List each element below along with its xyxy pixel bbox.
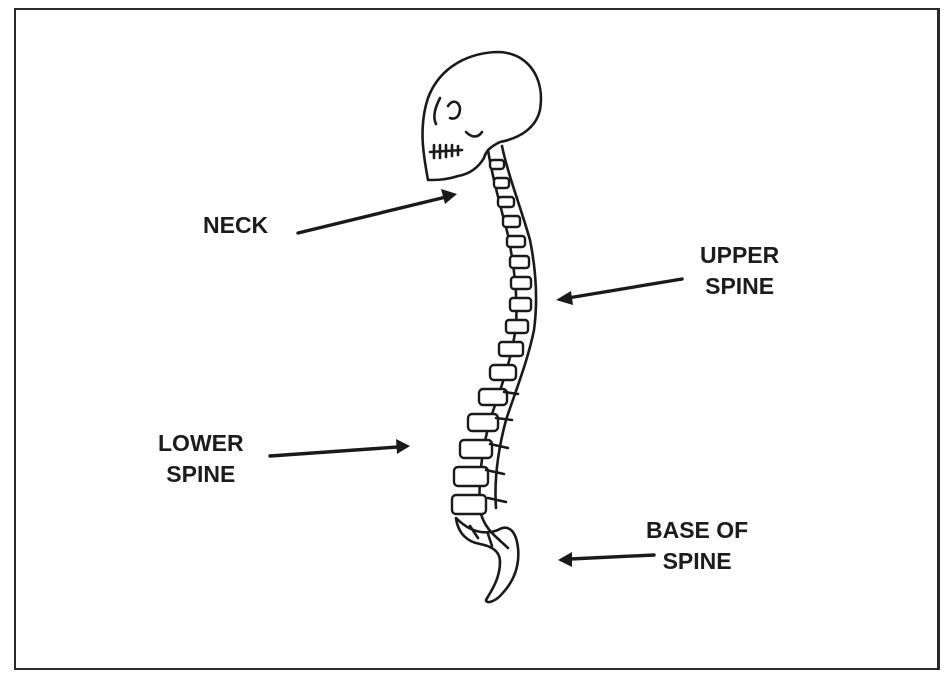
lower-spine-arrow [270,439,410,456]
sacrum [456,518,518,602]
label-neck: NECK [203,210,268,241]
neck-arrow [298,189,457,233]
spinal-column [452,146,536,548]
label-upper-spine-line1: UPPER [700,240,779,271]
label-base-of-spine-line1: BASE OF [646,515,748,546]
upper-spine-arrow [556,279,682,305]
label-base-of-spine-line2: SPINE [646,546,748,577]
label-lower-spine-line1: LOWER [158,428,244,459]
label-upper-spine-line2: SPINE [700,271,779,302]
label-upper-spine: UPPER SPINE [700,240,779,302]
skull [423,52,541,180]
base-of-spine-arrow [558,552,654,567]
label-base-of-spine: BASE OF SPINE [646,515,748,577]
label-lower-spine: LOWER SPINE [158,428,244,490]
label-lower-spine-line2: SPINE [158,459,244,490]
